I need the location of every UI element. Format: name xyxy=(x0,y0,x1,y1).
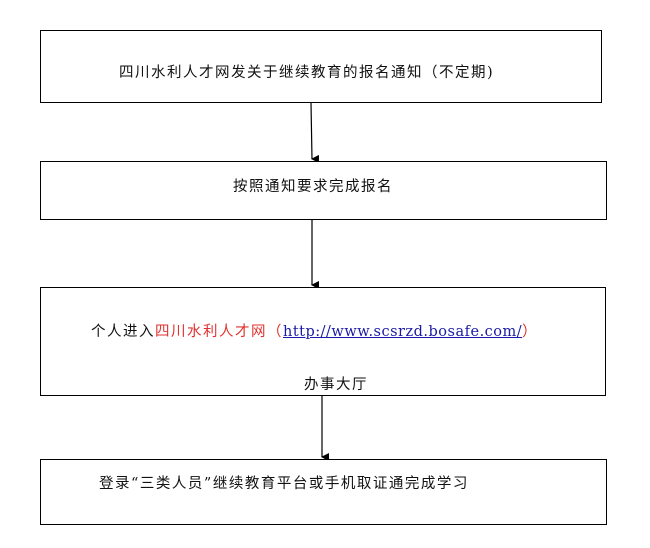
step3-line1: 个人进入四川水利人才网（http://www.scsrzd.bosafe.com… xyxy=(91,320,538,341)
step1-box: 四川水利人才网发关于继续教育的报名通知（不定期) xyxy=(40,30,602,103)
step1-text: 四川水利人才网发关于继续教育的报名通知（不定期) xyxy=(119,65,495,81)
site-name-text: 四川水利人才网（ xyxy=(155,324,283,340)
step3-box: 个人进入四川水利人才网（http://www.scsrzd.bosafe.com… xyxy=(40,287,606,396)
step3-line2: 办事大厅 xyxy=(304,377,368,393)
site-url-link[interactable]: http://www.scsrzd.bosafe.com/ xyxy=(283,324,523,340)
step2-box: 按照通知要求完成报名 xyxy=(40,161,607,220)
step4-text: 登录“三类人员”继续教育平台或手机取证通完成学习 xyxy=(99,476,469,492)
step4-box: 登录“三类人员”继续教育平台或手机取证通完成学习 xyxy=(40,459,607,525)
site-close-paren: ） xyxy=(522,324,539,340)
arrow-step1-to-step2 xyxy=(310,102,320,163)
step3-prefix: 个人进入 xyxy=(91,324,155,340)
step2-text: 按照通知要求完成报名 xyxy=(233,179,393,195)
